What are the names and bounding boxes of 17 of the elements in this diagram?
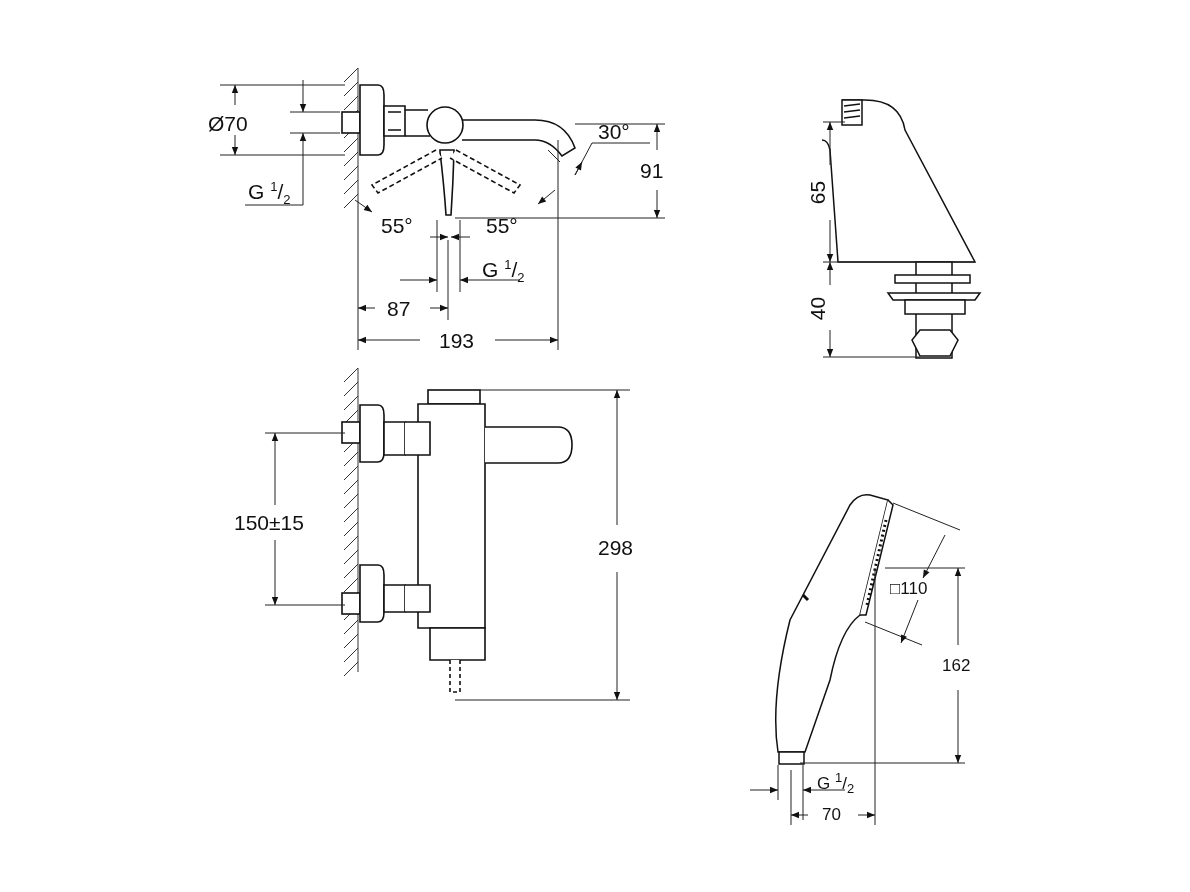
dimension-label: 65: [807, 180, 829, 205]
dimension-label: 55°: [381, 215, 413, 236]
dimension-label: 70: [822, 806, 841, 823]
dimension-label: G $^{1}$/$_{2}$: [248, 180, 291, 207]
dimension-label: 193: [439, 330, 475, 351]
dimension-label: □110: [890, 580, 928, 597]
dimension-label: 150±15: [234, 512, 304, 533]
dimension-label: 162: [942, 657, 971, 674]
dimension-label: 298: [598, 537, 634, 558]
dimension-label: G $^{1}$/$_{2}$: [817, 771, 855, 796]
dimension-label: 30°: [598, 121, 630, 142]
dimension-label: 87: [387, 298, 411, 319]
dimension-label: 55°: [486, 215, 518, 236]
dimension-label: G $^{1}$/$_{2}$: [482, 258, 525, 285]
dimension-label: 91: [640, 160, 664, 181]
dimension-label: 40: [807, 296, 829, 321]
dimension-label: Ø70: [208, 113, 248, 134]
